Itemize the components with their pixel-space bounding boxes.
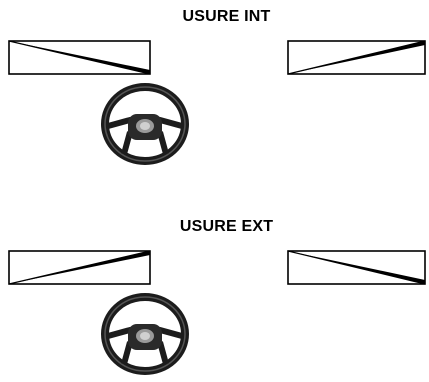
section-title-ext: USURE EXT bbox=[179, 218, 274, 235]
steering-wheel-icon bbox=[101, 293, 189, 375]
wear-gauge-int-left bbox=[8, 40, 151, 75]
wear-gauge-ext-right bbox=[287, 250, 426, 285]
wear-gauge-int-right bbox=[287, 40, 426, 75]
section-title-int: USURE INT bbox=[182, 8, 271, 25]
steering-wheel-icon bbox=[101, 83, 189, 165]
wear-gauge-ext-left bbox=[8, 250, 151, 285]
